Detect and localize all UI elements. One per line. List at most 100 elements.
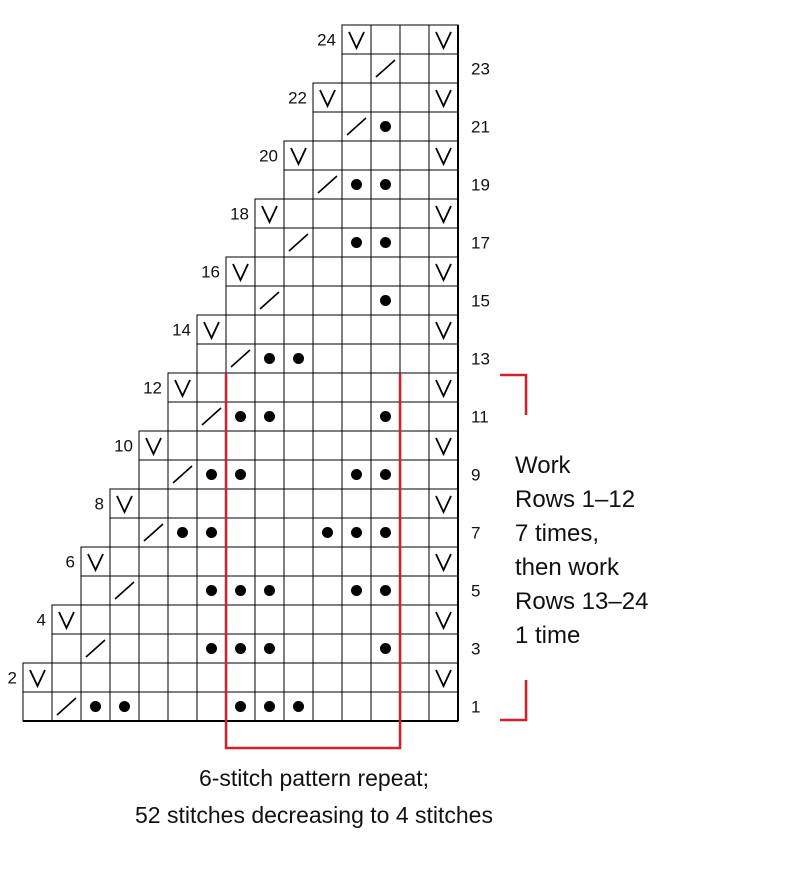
slip-symbol [435, 437, 452, 457]
k2tog-symbol [56, 697, 77, 716]
row-number: 2 [8, 669, 17, 688]
chart-cell [370, 430, 401, 461]
chart-cell [138, 575, 169, 606]
chart-cell [428, 691, 459, 722]
chart-cell [283, 401, 314, 432]
chart-cell [399, 517, 430, 548]
k2tog-symbol [172, 465, 193, 484]
note-line: then work [515, 554, 620, 581]
slip-symbol [319, 89, 336, 109]
chart-cell [254, 662, 285, 693]
chart-cell [341, 546, 372, 577]
chart-cell [370, 691, 401, 722]
purl-symbol [380, 237, 391, 248]
row-number: 11 [471, 408, 489, 427]
chart-cell [167, 575, 198, 606]
chart-cell [196, 343, 227, 374]
row-number: 3 [471, 640, 480, 659]
chart-cell [341, 285, 372, 316]
chart-cell [254, 604, 285, 635]
chart-cell [341, 314, 372, 345]
purl-symbol [177, 527, 188, 538]
slip-symbol [29, 669, 46, 689]
chart-cell [399, 488, 430, 519]
chart-cell [399, 82, 430, 113]
chart-cell [312, 401, 343, 432]
chart-cell [341, 343, 372, 374]
chart-cell [399, 256, 430, 287]
purl-symbol [380, 121, 391, 132]
row-number: 9 [471, 466, 480, 485]
chart-cell [80, 662, 111, 693]
purl-symbol [235, 701, 246, 712]
row-number: 12 [143, 379, 162, 398]
bracket-bottom [500, 680, 528, 722]
slip-symbol [348, 31, 365, 51]
chart-cell [341, 662, 372, 693]
chart-cell [428, 227, 459, 258]
slip-symbol [87, 553, 104, 573]
chart-cell [283, 633, 314, 664]
row-number: 23 [471, 60, 490, 79]
chart-cell [428, 517, 459, 548]
purl-symbol [351, 237, 362, 248]
purl-symbol [351, 585, 362, 596]
chart-cell [370, 198, 401, 229]
chart-cell [167, 488, 198, 519]
chart-cell [428, 285, 459, 316]
note-line: Rows 1–12 [515, 486, 635, 513]
slip-symbol [145, 437, 162, 457]
slip-symbol [116, 495, 133, 515]
chart-cell [399, 169, 430, 200]
chart-cell [283, 662, 314, 693]
chart-cell [225, 604, 256, 635]
chart-cell [399, 372, 430, 403]
chart-cell [312, 488, 343, 519]
purl-symbol [322, 527, 333, 538]
chart-cell [428, 169, 459, 200]
row-number: 24 [317, 31, 336, 50]
chart-cell [225, 662, 256, 693]
k2tog-symbol [346, 117, 367, 136]
slip-symbol [435, 321, 452, 341]
chart-cell [196, 488, 227, 519]
chart-cell [225, 314, 256, 345]
chart-cell [312, 314, 343, 345]
chart-cell [399, 430, 430, 461]
chart-cell [428, 633, 459, 664]
caption-line-2: 52 stitches decreasing to 4 stitches [135, 802, 493, 828]
chart-cell [312, 546, 343, 577]
chart-cell [312, 256, 343, 287]
chart-cell [399, 140, 430, 171]
row-number: 10 [114, 437, 133, 456]
chart-cell [138, 604, 169, 635]
chart-cell [399, 459, 430, 490]
chart-cell [196, 662, 227, 693]
slip-symbol [435, 611, 452, 631]
chart-cell [370, 662, 401, 693]
chart-cell [225, 546, 256, 577]
chart-cell [399, 575, 430, 606]
chart-cell [167, 546, 198, 577]
slip-symbol [435, 553, 452, 573]
chart-cell [428, 575, 459, 606]
purl-symbol [264, 643, 275, 654]
purl-symbol [380, 585, 391, 596]
purl-symbol [206, 469, 217, 480]
chart-cell [225, 517, 256, 548]
chart-cell [341, 140, 372, 171]
purl-symbol [90, 701, 101, 712]
chart-cell [283, 517, 314, 548]
chart-cell [254, 256, 285, 287]
chart-cell [312, 604, 343, 635]
purl-symbol [380, 643, 391, 654]
chart-cell [109, 662, 140, 693]
chart-cell [312, 198, 343, 229]
chart-cell [370, 372, 401, 403]
slip-symbol [203, 321, 220, 341]
row-number: 21 [471, 118, 490, 137]
slip-symbol [290, 147, 307, 167]
row-number: 14 [172, 321, 191, 340]
bracket-top [500, 373, 528, 415]
chart-cell [399, 285, 430, 316]
